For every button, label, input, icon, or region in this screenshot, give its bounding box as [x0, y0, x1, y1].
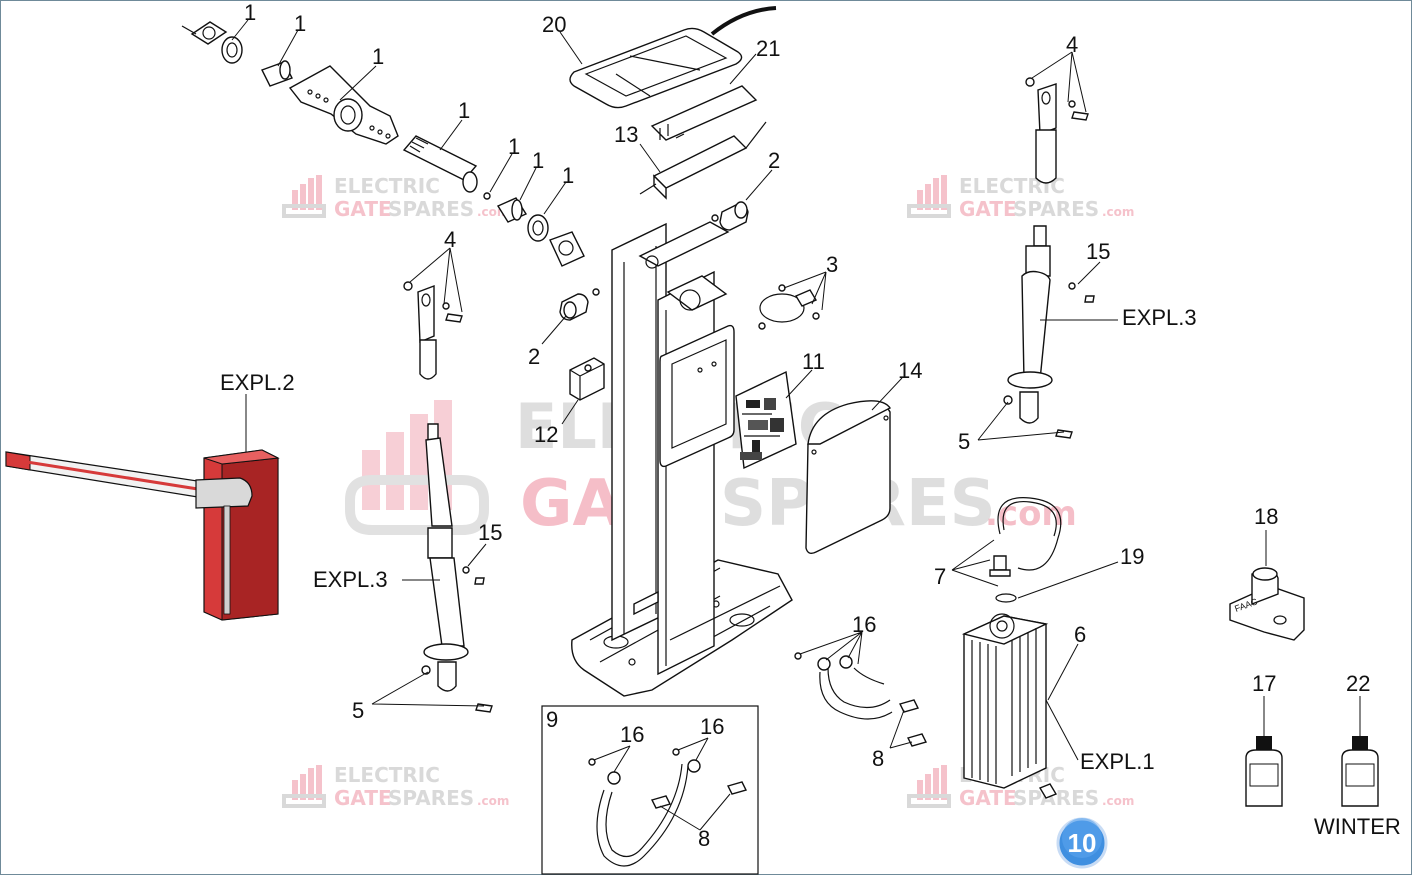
top-cover[interactable]: [569, 6, 777, 109]
label-7: 7: [934, 564, 946, 589]
heater-element[interactable]: [650, 85, 758, 141]
label-22: 22: [1346, 671, 1370, 696]
svg-text:.com: .com: [1102, 205, 1134, 219]
kit-box-9: [541, 705, 759, 875]
rod-end-left[interactable]: [403, 281, 463, 380]
label-9: 9: [546, 707, 558, 732]
watermark-small-tl: ELECTRIC GATE SPARES .com: [282, 174, 509, 221]
release-key[interactable]: FAAC: [1229, 567, 1305, 641]
label-16-box-b: 16: [700, 714, 724, 739]
label-16-box-a: 16: [620, 722, 644, 747]
spring-assembly-left[interactable]: [421, 423, 493, 713]
label-2-upper: 2: [768, 148, 780, 173]
earth-cable-mid[interactable]: [794, 652, 928, 747]
label-19: 19: [1120, 544, 1144, 569]
svg-text:SPARES: SPARES: [388, 197, 474, 221]
label-5-left: 5: [352, 698, 364, 723]
watermark-small-bl: ELECTRIC GATE SPARES .com: [282, 763, 509, 810]
spring-assembly-right[interactable]: [1003, 225, 1095, 439]
part-10-badge[interactable]: 10: [1056, 817, 1108, 869]
oil-bottle-17[interactable]: [1245, 736, 1283, 807]
svg-text:GATE: GATE: [334, 786, 392, 810]
label-21: 21: [756, 36, 780, 61]
label-1-b: 1: [294, 11, 306, 36]
label-1-g: 1: [562, 163, 574, 188]
label-1-a: 1: [244, 0, 256, 25]
label-16-mid: 16: [852, 612, 876, 637]
label-11: 11: [802, 349, 825, 374]
label-1-c: 1: [372, 44, 384, 69]
label-8-mid: 8: [872, 746, 884, 771]
label-expl1: EXPL.1: [1080, 749, 1155, 774]
label-15-left: 15: [478, 520, 502, 545]
svg-text:.com: .com: [477, 794, 509, 808]
label-13: 13: [614, 122, 638, 147]
label-3: 3: [826, 252, 838, 277]
svg-text:SPARES: SPARES: [388, 786, 474, 810]
barrier-unit[interactable]: [5, 449, 280, 621]
label-17: 17: [1252, 671, 1276, 696]
label-20: 20: [542, 12, 566, 37]
label-6: 6: [1074, 622, 1086, 647]
label-winter: WINTER: [1314, 814, 1401, 839]
control-enclosure[interactable]: [805, 400, 892, 555]
watermark-large-suffix: .com: [985, 494, 1077, 534]
svg-text:GATE: GATE: [334, 197, 392, 221]
label-1-d: 1: [458, 98, 470, 123]
label-4-right: 4: [1066, 32, 1078, 57]
rubber-stop-upper[interactable]: [711, 201, 749, 231]
watermark-small-br: ELECTRIC GATE SPARES .com: [907, 763, 1134, 810]
board-holder[interactable]: [659, 324, 735, 468]
label-10: 10: [1068, 828, 1097, 858]
watermark-small-tr: ELECTRIC GATE SPARES .com: [907, 174, 1134, 221]
label-expl3-right: EXPL.3: [1122, 305, 1197, 330]
svg-text:.com: .com: [1102, 794, 1134, 808]
junction-box[interactable]: [569, 357, 605, 401]
oil-bottle-22[interactable]: [1341, 736, 1379, 807]
rod-end-right[interactable]: [1025, 77, 1089, 184]
label-1-e: 1: [508, 134, 520, 159]
control-board[interactable]: [735, 370, 797, 470]
rubber-stop-lower[interactable]: [559, 288, 600, 321]
label-12: 12: [534, 422, 558, 447]
label-14: 14: [898, 358, 922, 383]
svg-text:ELECTRIC: ELECTRIC: [334, 763, 440, 787]
motor-unit[interactable]: [961, 613, 1058, 799]
encoder-sensor[interactable]: [989, 497, 1062, 603]
label-15-right: 15: [1086, 239, 1110, 264]
svg-text:SPARES: SPARES: [1013, 197, 1099, 221]
label-5-right: 5: [958, 429, 970, 454]
label-1-f: 1: [532, 148, 544, 173]
power-supply[interactable]: [639, 121, 767, 200]
svg-text:GATE: GATE: [959, 786, 1017, 810]
label-2-lower: 2: [528, 344, 540, 369]
label-4-left: 4: [444, 227, 456, 252]
svg-text:GATE: GATE: [959, 197, 1017, 221]
svg-text:ELECTRIC: ELECTRIC: [334, 174, 440, 198]
label-expl3-left: EXPL.3: [313, 567, 388, 592]
earth-cable-kit[interactable]: [588, 748, 748, 867]
shaft-assembly[interactable]: [181, 21, 585, 267]
label-8-box: 8: [698, 826, 710, 851]
cabinet-frame[interactable]: [571, 221, 793, 697]
label-18: 18: [1254, 504, 1278, 529]
cable-gland-kit[interactable]: [758, 284, 820, 330]
label-expl2: EXPL.2: [220, 370, 295, 395]
svg-text:SPARES: SPARES: [1013, 786, 1099, 810]
